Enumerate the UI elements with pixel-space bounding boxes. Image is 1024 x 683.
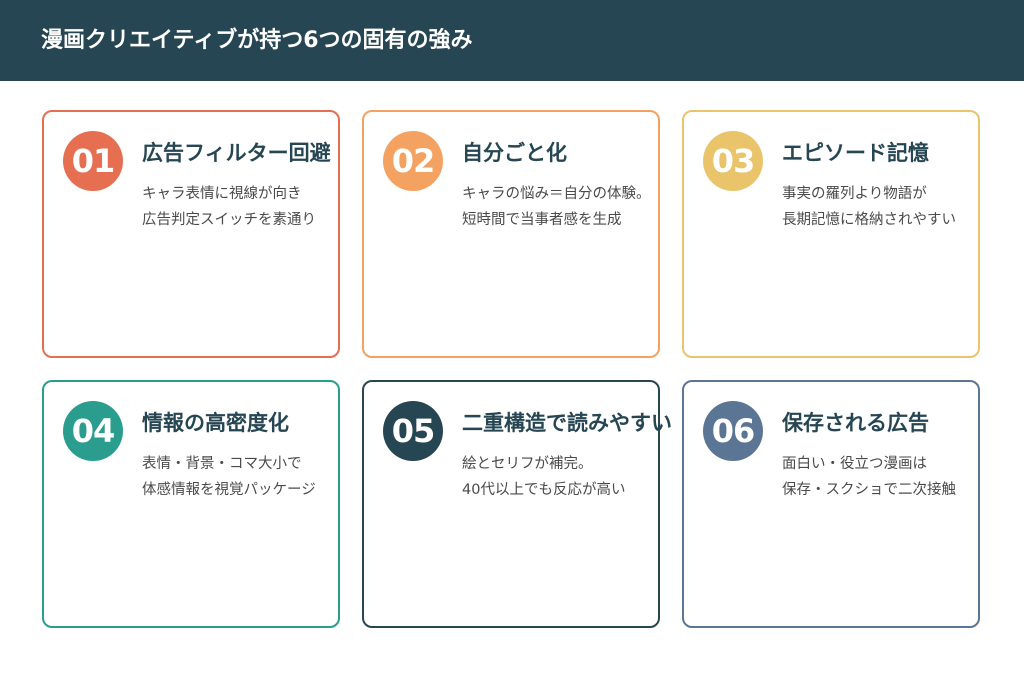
card-description-line-2: 40代以上でも反応が高い: [462, 482, 626, 498]
card-title: 自分ごと化: [462, 141, 567, 165]
strength-card-2: 02 自分ごと化 キャラの悩み＝自分の体験。 短時間で当事者感を生成: [362, 110, 660, 358]
strength-card-6: 06 保存される広告 面白い・役立つ漫画は 保存・スクショで二次接触: [682, 380, 980, 628]
card-description-line-1: 絵とセリフが補完。: [462, 456, 593, 472]
page-title: 漫画クリエイティブが持つ6つの固有の強み: [41, 28, 473, 53]
card-description-line-2: 広告判定スイッチを素通り: [142, 212, 316, 228]
strength-card-3: 03 エピソード記憶 事実の羅列より物語が 長期記憶に格納されやすい: [682, 110, 980, 358]
card-description-line-2: 長期記憶に格納されやすい: [782, 212, 956, 228]
strength-card-1: 01 広告フィルター回避 キャラ表情に視線が向き 広告判定スイッチを素通り: [42, 110, 340, 358]
card-description-line-2: 保存・スクショで二次接触: [782, 482, 956, 498]
card-title: 情報の高密度化: [142, 411, 289, 435]
card-description-line-1: 面白い・役立つ漫画は: [782, 456, 927, 472]
strength-card-4: 04 情報の高密度化 表情・背景・コマ大小で 体感情報を視覚パッケージ: [42, 380, 340, 628]
card-description-line-1: キャラの悩み＝自分の体験。: [462, 186, 651, 202]
number-badge: 01: [63, 131, 123, 191]
number-badge: 03: [703, 131, 763, 191]
card-title: エピソード記憶: [782, 141, 929, 165]
card-description-line-1: 事実の羅列より物語が: [782, 186, 927, 202]
card-description-line-1: 表情・背景・コマ大小で: [142, 456, 302, 472]
number-badge: 02: [383, 131, 443, 191]
card-title: 保存される広告: [782, 411, 929, 435]
card-description-line-1: キャラ表情に視線が向き: [142, 186, 302, 202]
card-title: 二重構造で読みやすい: [462, 411, 672, 435]
number-badge: 04: [63, 401, 123, 461]
card-title: 広告フィルター回避: [142, 141, 331, 165]
card-description-line-2: 短時間で当事者感を生成: [462, 212, 622, 228]
card-description-line-2: 体感情報を視覚パッケージ: [142, 482, 316, 498]
number-badge: 06: [703, 401, 763, 461]
header-bar: 漫画クリエイティブが持つ6つの固有の強み: [0, 0, 1024, 81]
strength-card-5: 05 二重構造で読みやすい 絵とセリフが補完。 40代以上でも反応が高い: [362, 380, 672, 628]
number-badge: 05: [383, 401, 443, 461]
